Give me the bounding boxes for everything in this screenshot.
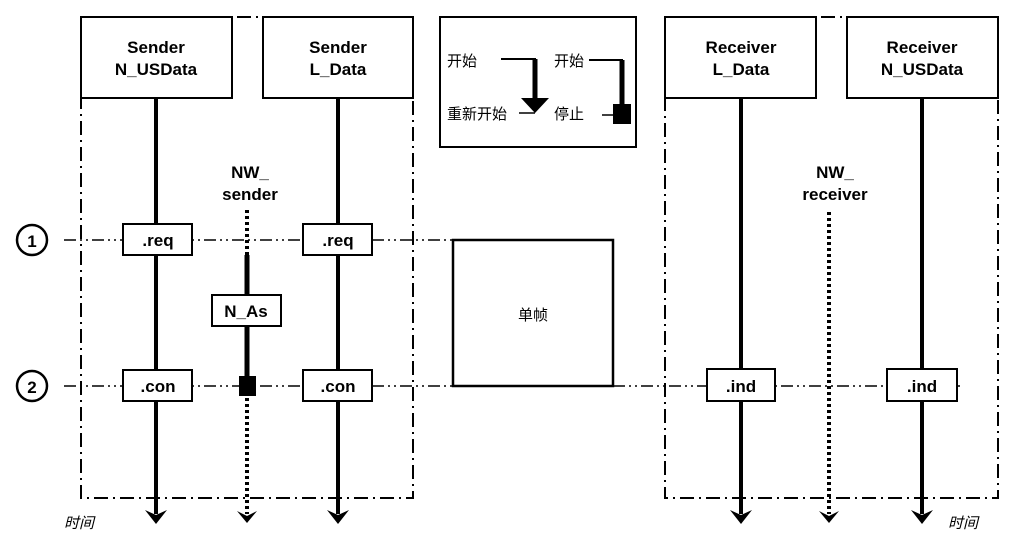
lane-title-line1: Sender <box>127 38 185 57</box>
svg-text:2: 2 <box>27 378 36 397</box>
time-arrow-icon <box>237 511 257 523</box>
legend-restart-label: 重新开始 <box>447 105 507 123</box>
svg-text:.ind: .ind <box>907 377 937 396</box>
svg-text:N_As: N_As <box>224 302 267 321</box>
lifeline-receiver-ldata <box>730 98 752 524</box>
lane-header-sender-ldata: Sender L_Data <box>262 16 414 99</box>
primitive-con-sender-ldata: .con <box>302 369 373 402</box>
single-frame-label: 单帧 <box>518 306 548 324</box>
svg-text:.req: .req <box>142 231 173 250</box>
legend-box: 开始 重新开始 开始 停止 <box>439 16 637 148</box>
legend-start-label: 开始 <box>554 52 584 70</box>
svg-text:NW_: NW_ <box>231 163 269 182</box>
legend-start-label: 开始 <box>447 52 477 70</box>
timer-label-nw-sender: NW_ sender <box>222 163 278 204</box>
step-marker-2: 2 <box>15 369 49 403</box>
svg-text:.req: .req <box>322 231 353 250</box>
step-marker-1: 1 <box>15 223 49 257</box>
lifeline-sender-nusdata <box>145 98 167 524</box>
lane-title-line2: N_USData <box>115 60 198 79</box>
svg-text:NW_: NW_ <box>816 163 854 182</box>
lane-title-line1: Sender <box>309 38 367 57</box>
lane-header-receiver-ldata: Receiver L_Data <box>664 16 817 99</box>
svg-text:.ind: .ind <box>726 377 756 396</box>
lifeline-nw-receiver <box>819 212 839 523</box>
lane-title-line1: Receiver <box>706 38 777 57</box>
time-arrow-icon <box>911 510 933 524</box>
lifeline-sender-ldata <box>327 98 349 524</box>
primitive-ind-receiver-nusdata: .ind <box>886 368 958 402</box>
svg-text:receiver: receiver <box>802 185 868 204</box>
lane-title-line2: L_Data <box>713 60 770 79</box>
stop-timer-icon <box>589 59 631 124</box>
time-arrow-icon <box>327 510 349 524</box>
restart-arrow-icon <box>501 58 549 114</box>
primitive-req-sender-ldata: .req <box>302 223 373 256</box>
time-arrow-icon <box>145 510 167 524</box>
svg-text:.con: .con <box>321 377 356 396</box>
timer-stop-icon <box>239 376 256 396</box>
svg-text:.con: .con <box>141 377 176 396</box>
time-axis-label-right: 时间 <box>948 514 980 532</box>
lane-header-sender-nusdata: Sender N_USData <box>80 16 233 99</box>
time-axis-label-left: 时间 <box>64 514 96 532</box>
lane-title-line2: L_Data <box>310 60 367 79</box>
single-frame-box: 单帧 <box>451 238 615 388</box>
legend-stop-label: 停止 <box>554 105 584 123</box>
timer-label-nw-receiver: NW_ receiver <box>802 163 868 204</box>
svg-text:1: 1 <box>27 232 36 251</box>
lane-header-receiver-nusdata: Receiver N_USData <box>846 16 999 99</box>
primitive-con-sender-nusdata: .con <box>122 369 193 402</box>
primitive-req-sender-nusdata: .req <box>122 223 193 256</box>
timer-box-n-as: N_As <box>211 294 282 327</box>
primitive-ind-receiver-ldata: .ind <box>706 368 776 402</box>
lifeline-nw-sender <box>237 210 257 523</box>
lane-title-line2: N_USData <box>881 60 964 79</box>
time-arrow-icon <box>730 510 752 524</box>
lifeline-receiver-nusdata <box>911 98 933 524</box>
lane-title-line1: Receiver <box>887 38 958 57</box>
time-arrow-icon <box>819 511 839 523</box>
svg-text:sender: sender <box>222 185 278 204</box>
